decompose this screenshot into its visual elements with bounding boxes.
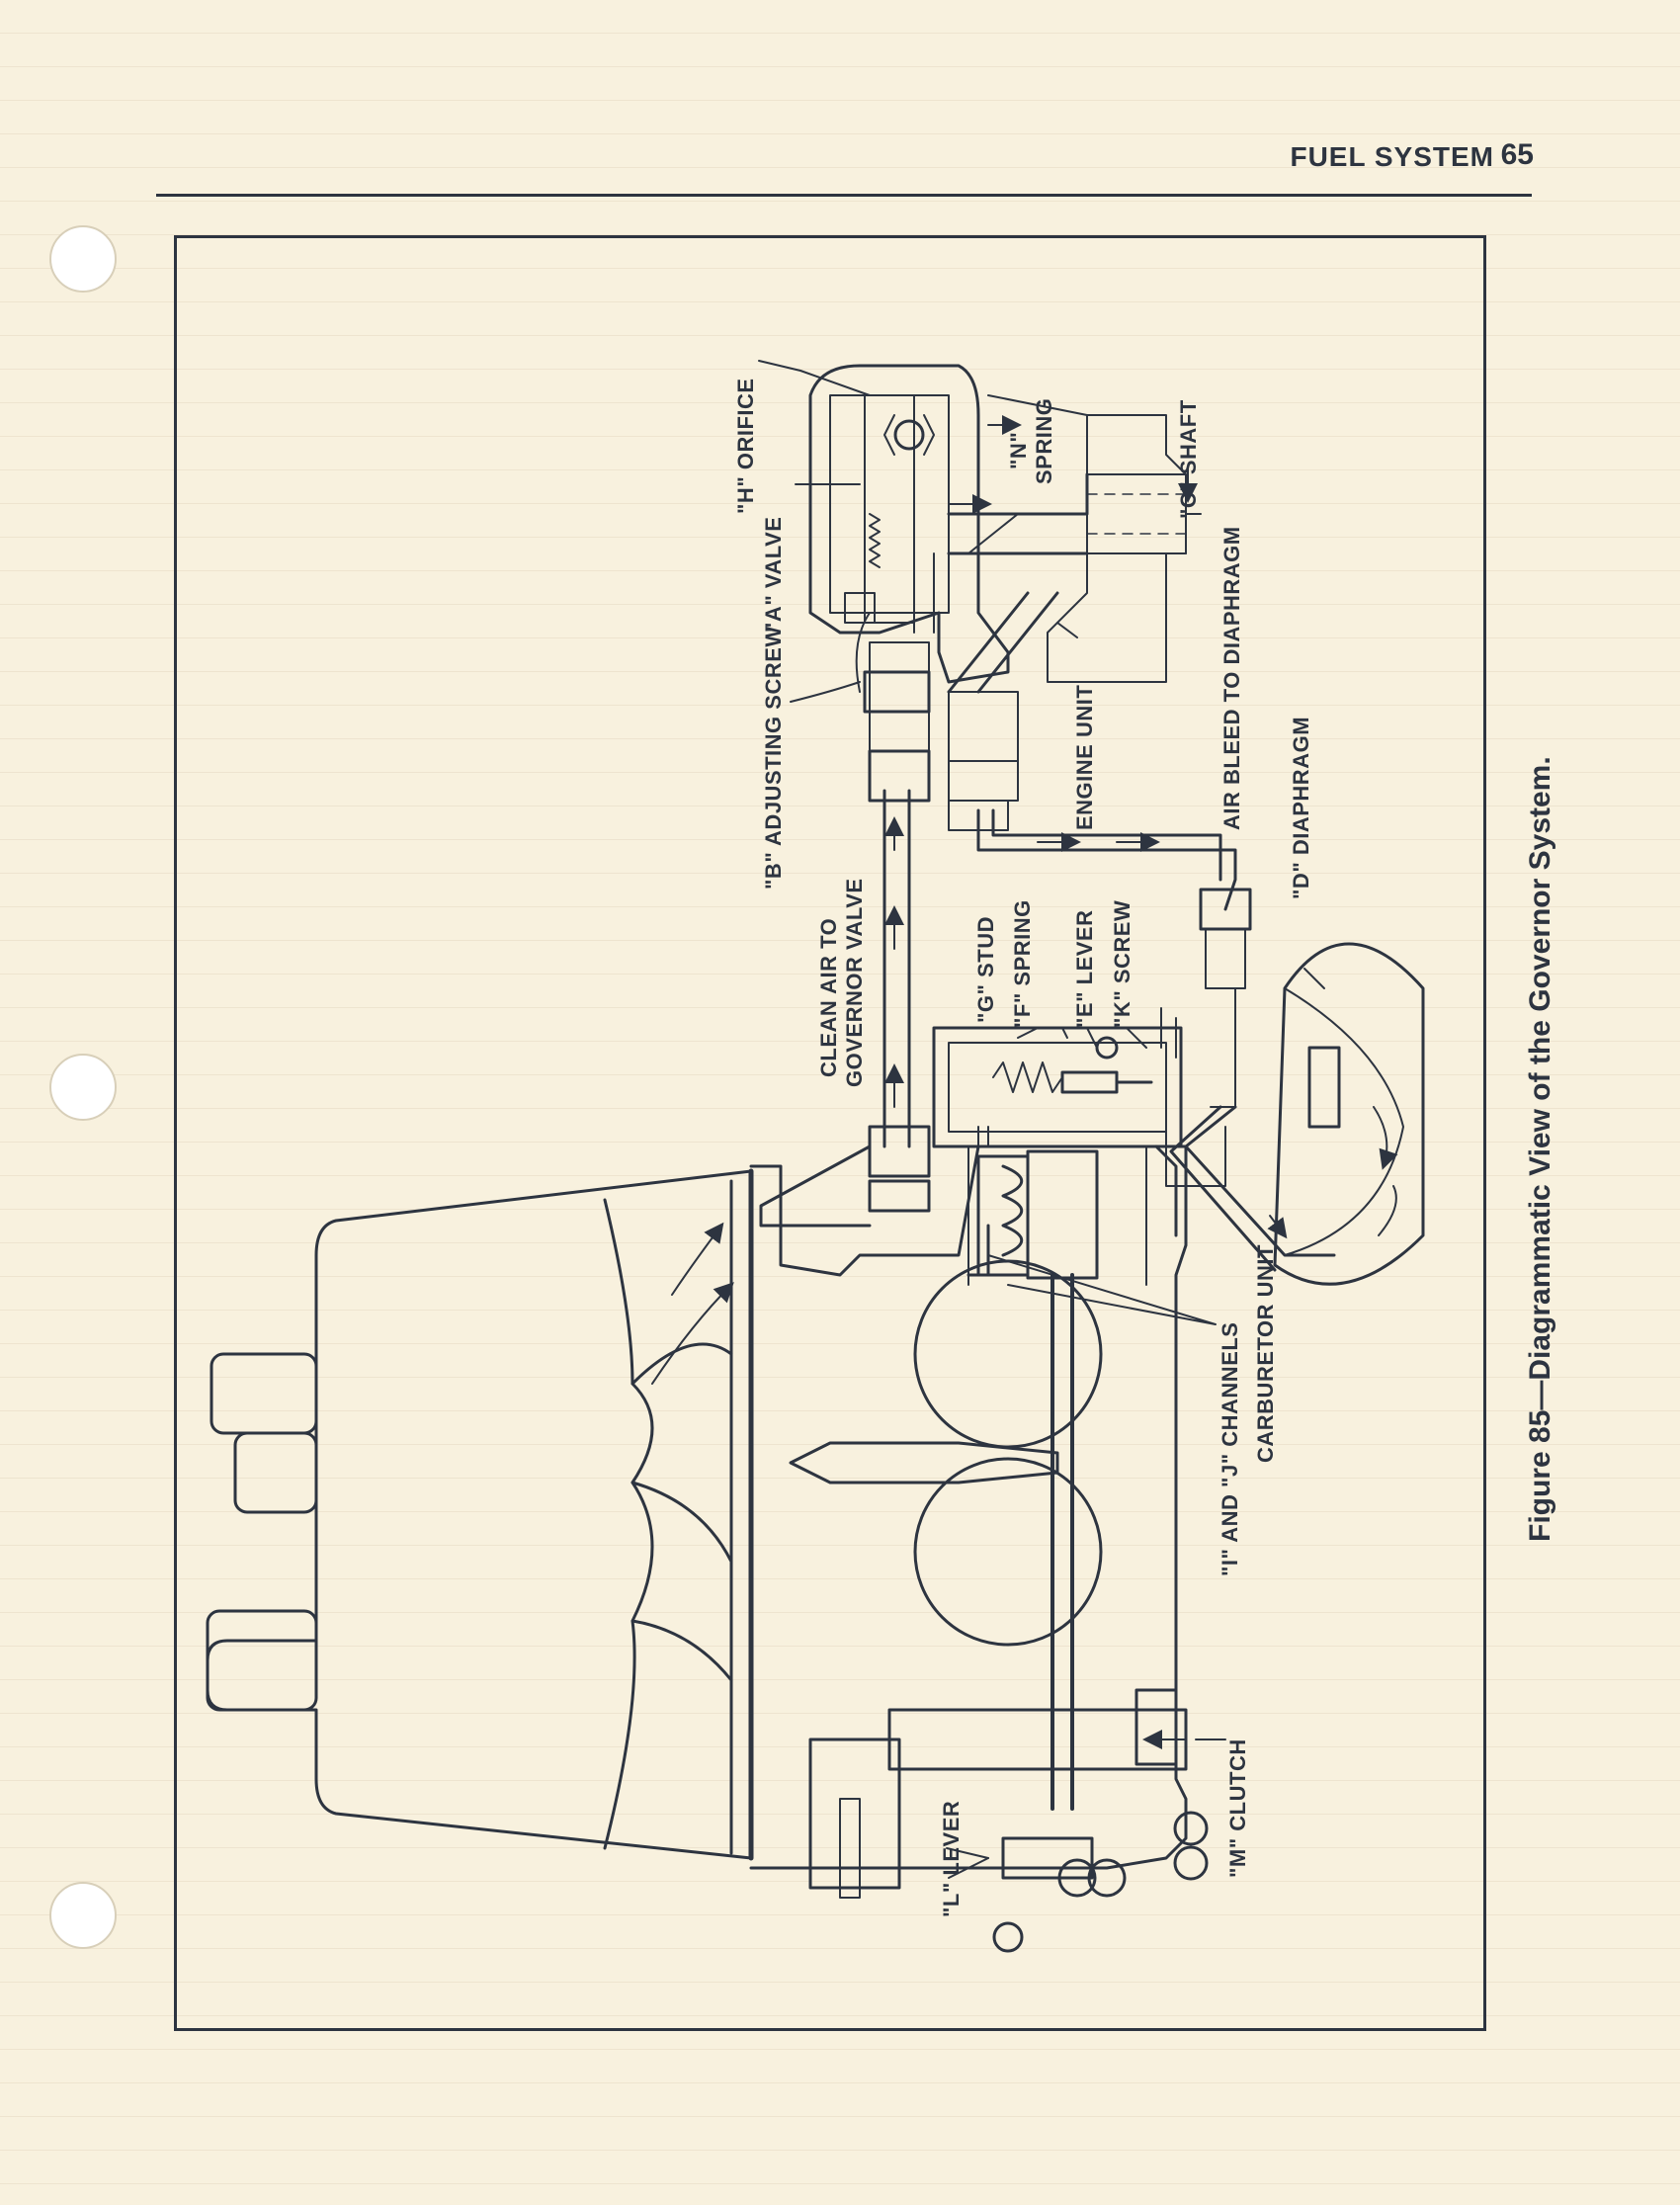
label-a-valve: "A" VALVE <box>761 516 786 633</box>
label-air-bleed: AIR BLEED TO DIAPHRAGM <box>1219 526 1244 830</box>
clutch-and-lever <box>808 1708 1209 1953</box>
label-e-lever: "E" LEVER <box>1072 909 1097 1029</box>
leader-lines <box>758 360 1325 1859</box>
label-l-lever: "L" LEVER <box>939 1800 964 1917</box>
air-cleaner <box>206 1168 754 1861</box>
d-diaphragm <box>1169 888 1425 1286</box>
label-ij-channels: "I" AND "J" CHANNELS <box>1218 1321 1242 1576</box>
running-header-title: FUEL SYSTEM <box>1290 141 1494 172</box>
label-engine-unit: ENGINE UNIT <box>1072 684 1097 830</box>
label-clean-air-2: GOVERNOR VALVE <box>842 878 867 1087</box>
carburetor-body <box>749 1145 1188 1870</box>
label-b-adjusting-screw: "B" ADJUSTING SCREW <box>761 626 786 890</box>
label-f-spring: "F" SPRING <box>1010 899 1035 1028</box>
label-k-screw: "K" SCREW <box>1110 899 1134 1028</box>
engine-governor-valve <box>808 364 1237 911</box>
punch-hole-bottom <box>49 1882 117 1949</box>
governor-carb-housing <box>932 1007 1226 1187</box>
label-h-orifice: "H" ORIFICE <box>733 378 758 514</box>
label-g-stud: "G" STUD <box>973 916 998 1023</box>
header-rule <box>156 194 1532 197</box>
label-c-shaft: "C" SHAFT <box>1176 399 1201 519</box>
punch-hole-middle <box>49 1054 117 1121</box>
figure-frame <box>174 235 1486 2031</box>
label-m-clutch: "M" CLUTCH <box>1225 1739 1250 1878</box>
label-d-diaphragm: "D" DIAPHRAGM <box>1289 716 1313 899</box>
label-clean-air-1: CLEAN AIR TO <box>816 917 841 1077</box>
label-n-spring-2: SPRING <box>1032 397 1056 484</box>
figure-caption: Figure 85—Diagrammatic View of the Gover… <box>1524 756 1556 1542</box>
punch-hole-top <box>49 225 117 293</box>
label-carburetor-unit: CARBURETOR UNIT <box>1253 1244 1278 1463</box>
label-n-spring-1: "N" <box>1006 431 1031 469</box>
page-number: 65 <box>1500 138 1534 171</box>
